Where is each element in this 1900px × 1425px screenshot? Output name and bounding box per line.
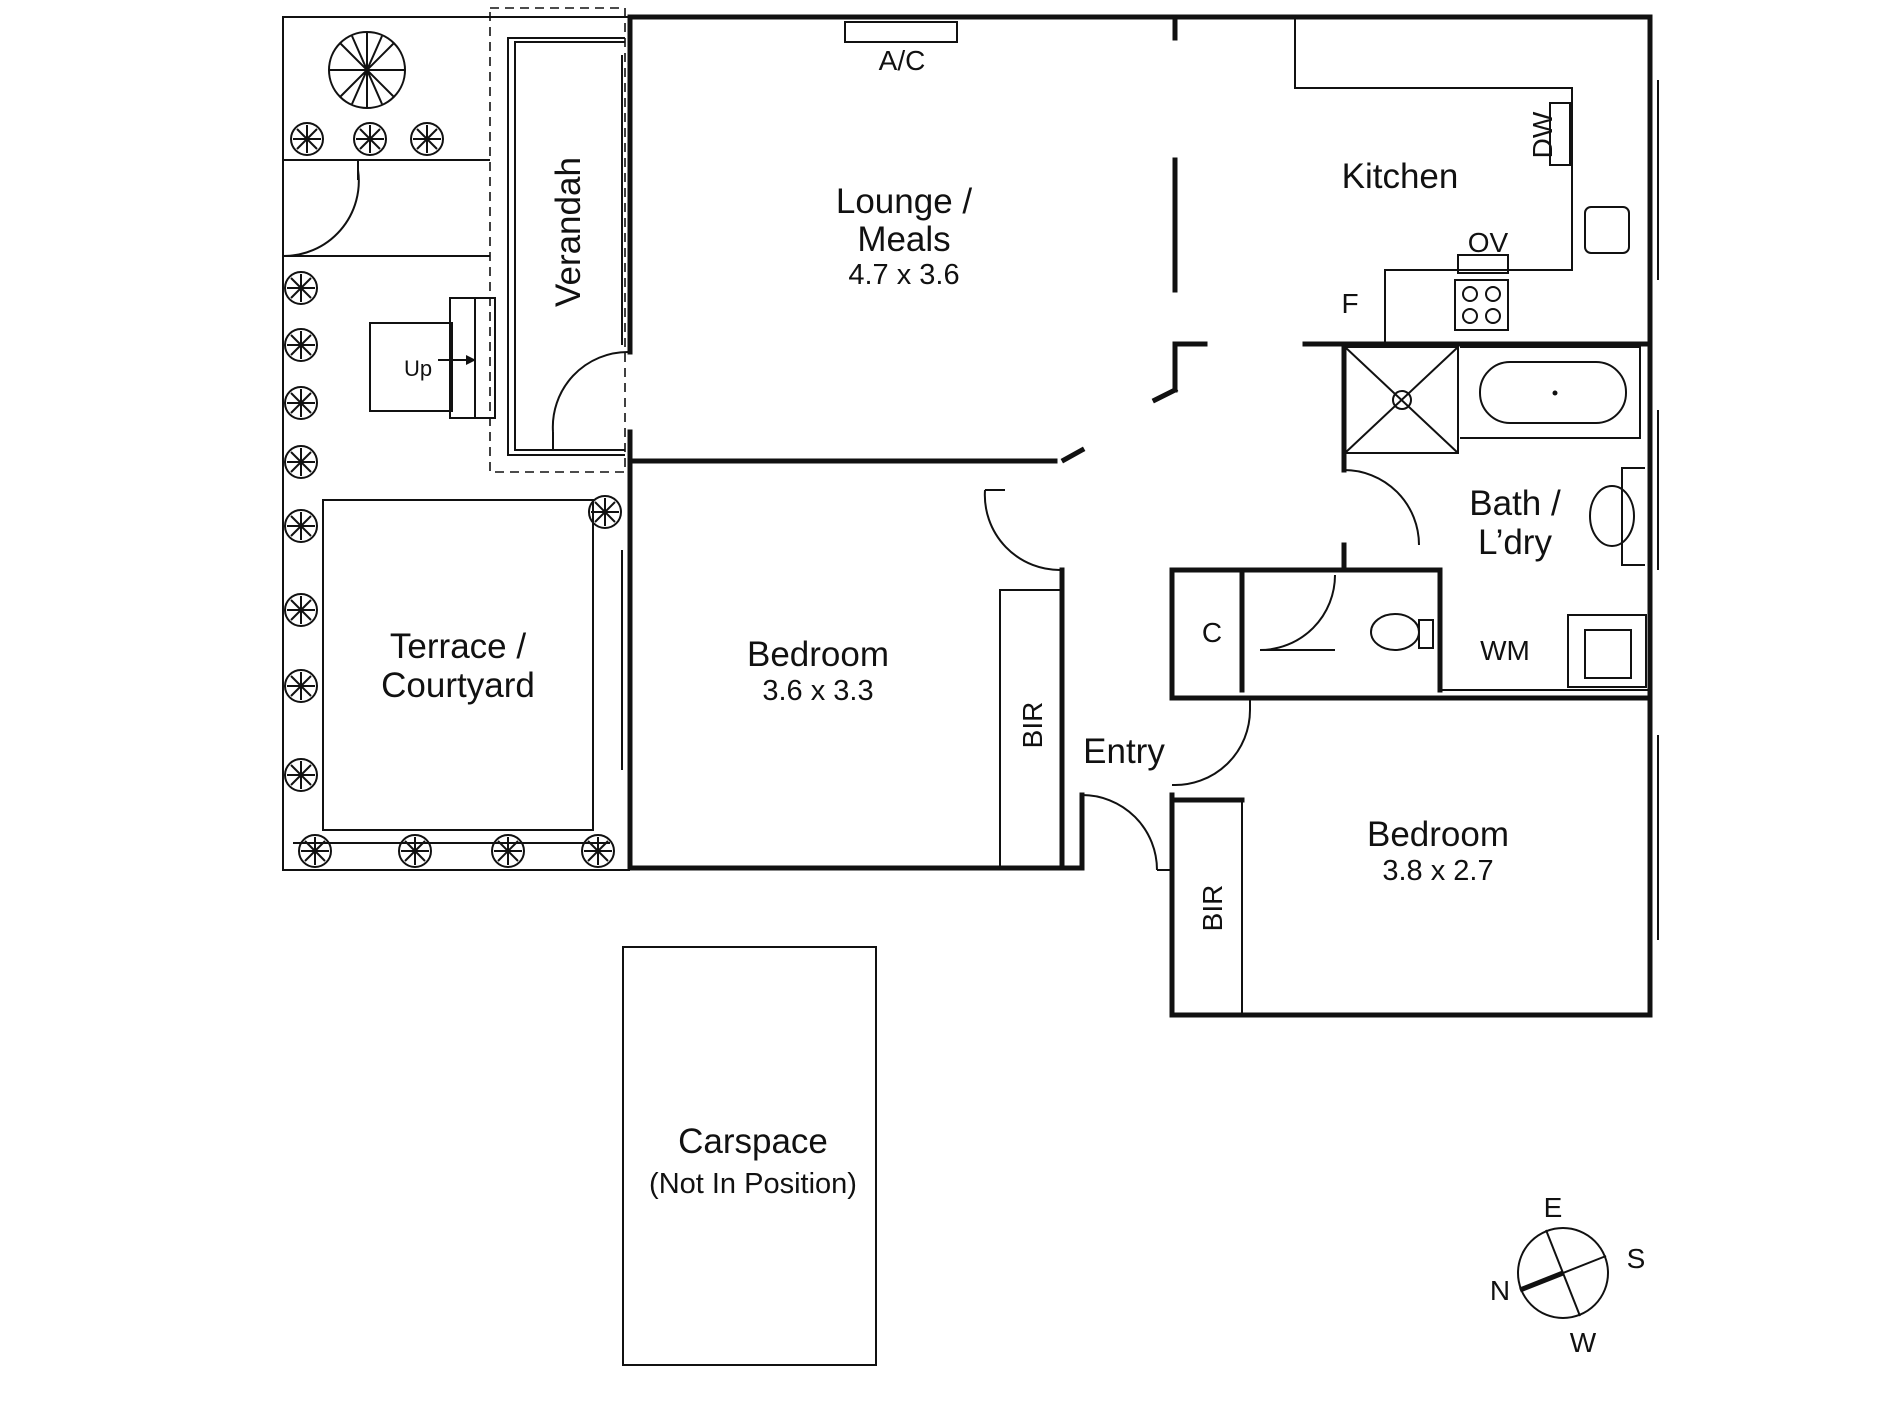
shrub-icon-detail (287, 512, 315, 540)
compass-n: N (1490, 1275, 1510, 1306)
shrub-icon (284, 509, 318, 543)
compass-icon (1517, 1227, 1609, 1319)
ov-label: OV (1468, 227, 1509, 258)
bath-label-line1: Bath / (1469, 484, 1561, 523)
stairs-arrow-icon (438, 355, 476, 365)
bath-label-line2: L’dry (1478, 523, 1552, 562)
wm-label: WM (1480, 635, 1530, 666)
shrub-icon (284, 386, 318, 420)
stairs-up-label: Up (404, 356, 432, 381)
shrub-icon-detail (287, 596, 315, 624)
compass-e: E (1544, 1192, 1563, 1223)
compass-s: S (1627, 1243, 1646, 1274)
shrub-icon-detail (287, 274, 315, 302)
shrub-icon (491, 834, 525, 868)
shrub-icon-detail (293, 125, 321, 153)
shrub-icon-detail (287, 761, 315, 789)
shrub-icon (353, 122, 387, 156)
shrub-icon-detail (287, 389, 315, 417)
bedroom1-dims: 3.6 x 3.3 (762, 675, 873, 707)
shrub-icon-detail (287, 672, 315, 700)
shrub-icon (298, 834, 332, 868)
kitchen-label: Kitchen (1342, 157, 1459, 196)
shrub-icon-detail (401, 837, 429, 865)
bathroom-fixtures (1259, 346, 1650, 691)
bedroom1-label: Bedroom (747, 635, 889, 674)
bedroom1-robe (983, 489, 1063, 868)
shrub-icon-detail (301, 837, 329, 865)
shrub-icon (284, 445, 318, 479)
ac-label: A/C (879, 45, 926, 76)
carspace-outline (622, 946, 877, 1366)
fridge-label: F (1341, 288, 1358, 319)
shrub-icon (410, 122, 444, 156)
shrub-icon-detail (584, 837, 612, 865)
carspace-label-line2: (Not In Position) (649, 1168, 857, 1200)
bir1-label: BIR (1017, 702, 1048, 749)
shrub-icon (588, 495, 622, 529)
shrub-icon (284, 328, 318, 362)
shrub-icon (581, 834, 615, 868)
bedroom2-label: Bedroom (1367, 815, 1509, 854)
shrub-icon-detail (413, 125, 441, 153)
compass-w: W (1570, 1327, 1597, 1358)
shrub-icon (284, 593, 318, 627)
shrub-icon (398, 834, 432, 868)
shrub-icon-detail (287, 331, 315, 359)
shrub-icon (284, 669, 318, 703)
bedroom2-dims: 3.8 x 2.7 (1382, 855, 1493, 887)
entry-doors (1081, 700, 1251, 871)
shrub-icon-detail (591, 498, 619, 526)
shrub-icon-detail (494, 837, 522, 865)
shrub-icon (284, 271, 318, 305)
carspace-label-line1: Carspace (678, 1122, 828, 1161)
closet-label: C (1202, 617, 1222, 648)
verandah-label: Verandah (549, 157, 588, 307)
lounge-label-line1: Lounge / (836, 182, 973, 221)
shrub-icon (290, 122, 324, 156)
shrub-icon (284, 758, 318, 792)
shrub-icon-detail (356, 125, 384, 153)
shrub-icon-detail (287, 448, 315, 476)
dw-label: DW (1527, 111, 1558, 158)
shrub-icons (284, 122, 622, 868)
ac-unit (844, 21, 958, 43)
terrace-label-line1: Terrace / (390, 627, 526, 666)
bir2-label: BIR (1197, 885, 1228, 932)
windows (621, 55, 1659, 940)
lounge-label-line2: Meals (857, 220, 950, 259)
tree-icon (328, 31, 406, 109)
kitchen-bench (1294, 17, 1630, 345)
outdoor-area (282, 7, 630, 871)
walls (627, 14, 1653, 1018)
terrace-label-line2: Courtyard (381, 666, 535, 705)
entry-label: Entry (1083, 732, 1165, 771)
lounge-dims: 4.7 x 3.6 (848, 259, 959, 291)
